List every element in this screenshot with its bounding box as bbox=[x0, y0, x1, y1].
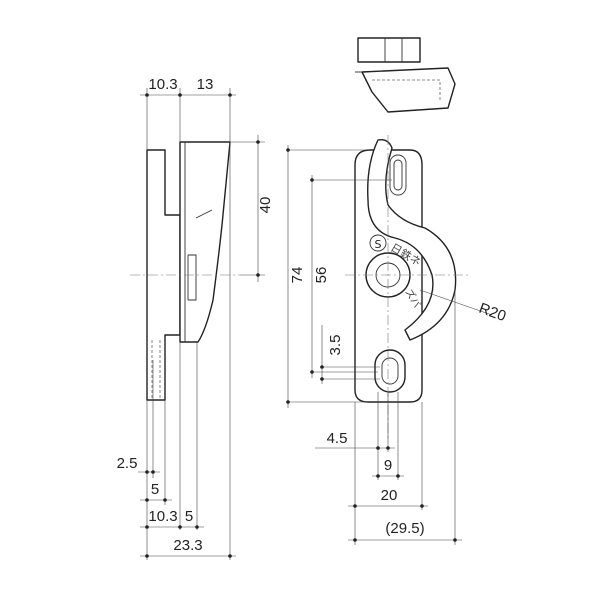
dim-height-40: 40 bbox=[257, 197, 274, 214]
dim-56: 56 bbox=[313, 267, 330, 284]
side-view: 10.3 13 40 2.5 5 10.3 5 23.3 bbox=[117, 76, 274, 560]
dim-top-right: 13 bbox=[197, 76, 214, 93]
top-view-lever bbox=[361, 67, 456, 113]
dim-3-5: 3.5 bbox=[327, 335, 344, 356]
top-view bbox=[355, 37, 456, 113]
dim-bottom-d: 5 bbox=[185, 508, 193, 525]
front-lower-slot bbox=[374, 349, 406, 393]
dim-radius: R20 bbox=[477, 300, 509, 325]
side-pivot-block bbox=[188, 254, 197, 301]
front-view: S 日鉄ネ ズバ R20 74 56 3.5 bbox=[286, 135, 508, 545]
front-upper-slot bbox=[389, 154, 407, 196]
dim-bottom-c: 10.3 bbox=[148, 508, 177, 525]
dim-74: 74 bbox=[289, 267, 306, 284]
side-lever-mark bbox=[195, 209, 213, 219]
front-crescent-lever bbox=[367, 138, 457, 341]
dim-4-5: 4.5 bbox=[327, 430, 348, 447]
radius-leader bbox=[419, 289, 493, 316]
dim-bottom-total: 23.3 bbox=[173, 537, 202, 554]
side-latch-body bbox=[179, 141, 231, 343]
circled-letter: S bbox=[375, 238, 382, 251]
dim-top-left: 10.3 bbox=[148, 76, 177, 93]
dim-29-5: (29.5) bbox=[385, 520, 424, 537]
dim-bottom-b: 5 bbox=[151, 481, 159, 498]
top-view-block bbox=[357, 37, 421, 63]
dim-20: 20 bbox=[381, 487, 398, 504]
dim-9: 9 bbox=[384, 457, 392, 474]
circled-mark bbox=[369, 234, 387, 252]
dim-bottom-a: 2.5 bbox=[117, 455, 138, 472]
